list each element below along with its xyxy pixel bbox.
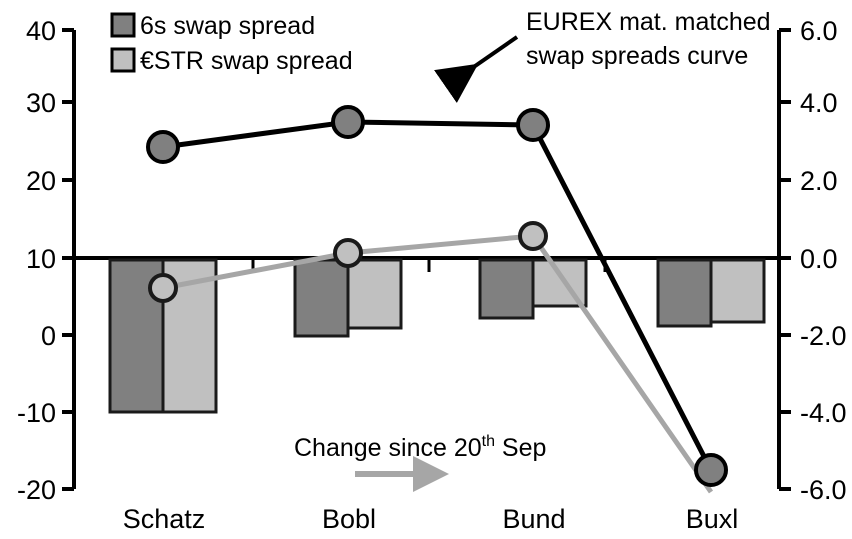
change-since-polyline: [162, 233, 714, 494]
annotation-eurex-callout: EUREX mat. matched swap spreads curve: [434, 8, 771, 103]
eurex-curve-polyline: [162, 119, 714, 472]
left-tick-label-40: 40: [26, 16, 56, 46]
right-tick-label-6: 6.0: [800, 16, 838, 46]
left-tick-label-10: 10: [26, 244, 56, 274]
bar-group-bobl: [293, 258, 403, 338]
change-since-text: Change since 20th Sep: [294, 433, 546, 462]
eurex-marker-schatz: [146, 130, 180, 164]
series-eurex-curve: [146, 105, 728, 487]
change-since-marker-schatz: [148, 273, 178, 303]
legend: 6s swap spread €STR swap spread: [110, 12, 353, 75]
left-tick-label-0: 0: [41, 321, 56, 351]
right-tick-label-neg2: -2.0: [800, 321, 847, 351]
category-label-bobl: Bobl: [322, 504, 376, 534]
legend-swatch-6s: [110, 12, 136, 38]
right-tick-label-2: 2.0: [800, 166, 838, 196]
category-label-bund: Bund: [502, 504, 565, 534]
eurex-callout-arrow-icon: [434, 35, 519, 103]
right-tick-label-neg6: -6.0: [800, 475, 847, 505]
category-labels: Schatz Bobl Bund Buxl: [123, 504, 739, 534]
eurex-marker-buxl: [694, 453, 728, 487]
category-label-buxl: Buxl: [686, 504, 739, 534]
bar-bobl-6s: [293, 258, 350, 338]
change-since-text-before: Change since 20: [294, 434, 482, 462]
left-axis: 40 30 20 10 0 -10 -20: [17, 16, 76, 505]
change-since-marker-bobl: [333, 238, 363, 268]
change-since-text-after: Sep: [495, 434, 546, 462]
category-label-schatz: Schatz: [123, 504, 206, 534]
bar-group-buxl: [656, 258, 766, 328]
legend-swatch-estr: [110, 47, 136, 73]
bar-buxl-6s: [656, 258, 713, 328]
eurex-marker-bund: [516, 108, 550, 142]
bar-bund-6s: [478, 258, 535, 320]
bar-bobl-estr: [346, 258, 403, 330]
series-change-since-line: [148, 221, 714, 494]
left-tick-label-neg20: -20: [17, 475, 56, 505]
change-since-text-sup: th: [482, 433, 495, 450]
right-tick-label-neg4: -4.0: [800, 398, 847, 428]
annotation-change-since: Change since 20th Sep: [294, 433, 546, 492]
left-tick-label-neg10: -10: [17, 398, 56, 428]
eurex-callout-line1: EUREX mat. matched: [526, 8, 771, 36]
bar-group-bund: [478, 258, 588, 320]
eurex-callout-line2: swap spreads curve: [526, 42, 748, 70]
eurex-marker-bobl: [331, 105, 365, 139]
left-tick-label-30: 30: [26, 88, 56, 118]
bar-buxl-estr: [709, 258, 766, 324]
legend-label-estr: €STR swap spread: [140, 47, 353, 75]
legend-label-6s: 6s swap spread: [140, 12, 315, 40]
left-tick-label-20: 20: [26, 166, 56, 196]
right-tick-label-4: 4.0: [800, 88, 838, 118]
change-since-marker-bund: [518, 221, 548, 251]
right-tick-label-0: 0.0: [800, 244, 838, 274]
